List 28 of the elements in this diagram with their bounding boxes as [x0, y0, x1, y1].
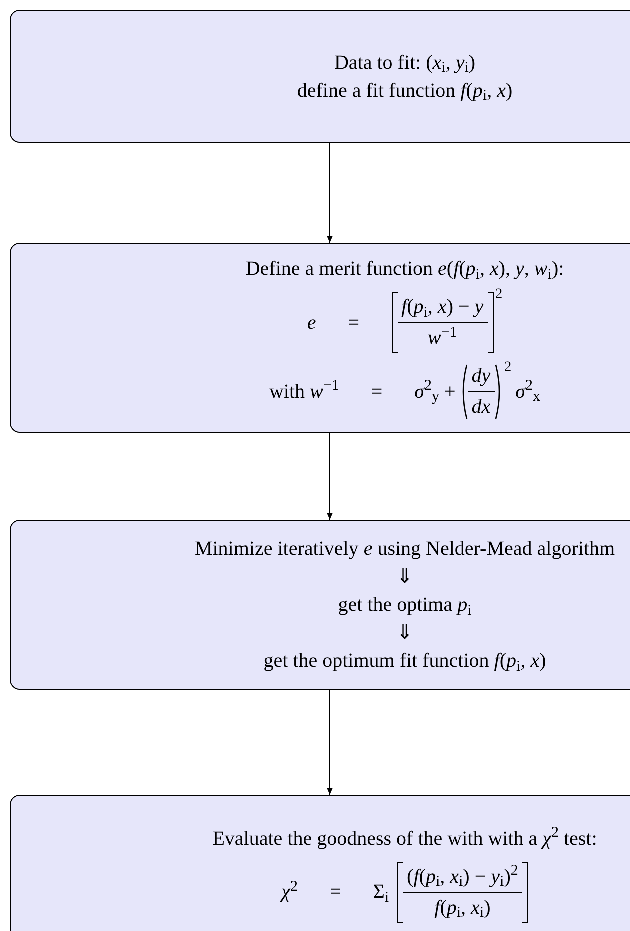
box-text: Data to fit: (x$_{i}$, y$_{i}$) — [334, 50, 476, 76]
denominator: w$^{−1}$ — [426, 324, 458, 351]
exponent: 2 — [496, 286, 503, 304]
implies-arrow: ⇓ — [396, 565, 414, 590]
box-text: get the optima p$_{i}$ — [338, 593, 472, 619]
denominator: dx — [470, 395, 492, 420]
sum-symbol: Σ$_{i}$ — [373, 880, 390, 907]
denominator: f(p$_{i}$, x$_{i}$) — [434, 896, 492, 922]
equals-sign: = — [348, 310, 360, 336]
box-heading: Define a merit function e(f(p$_{i}$, x), y, w$_{i}$): — [246, 257, 564, 284]
math-term: e — [307, 310, 316, 336]
box-text: get the optimum fit function f(p$_{i}$, x) — [264, 649, 546, 675]
math-term: σ$^{2}$$_{y}$ + — [414, 377, 456, 406]
math-term: χ$^{2}$ — [282, 878, 298, 905]
math-term: with w$^{−1}$ — [269, 377, 340, 404]
exponent: 2 — [504, 359, 512, 377]
box-text: Minimize iteratively e using Nelder-Mead algorithm — [194, 537, 616, 562]
numerator: (f(p$_{i}$, x$_{i}$) − y$_{i}$)$^{2}$ — [406, 862, 520, 892]
process-box — [10, 520, 630, 690]
equals-sign: = — [330, 880, 342, 905]
process-box — [10, 243, 630, 433]
numerator: f(p$_{i}$, x) − y — [400, 295, 485, 322]
implies-arrow: ⇓ — [396, 621, 414, 646]
box-text: define a fit function f(p$_{i}$, x) — [297, 78, 513, 104]
equals-sign: = — [371, 380, 383, 404]
numerator: dy — [470, 364, 492, 389]
box-heading: Evaluate the goodness of the with with a χ$^{2}$ test: — [212, 824, 598, 852]
process-box — [10, 10, 630, 143]
